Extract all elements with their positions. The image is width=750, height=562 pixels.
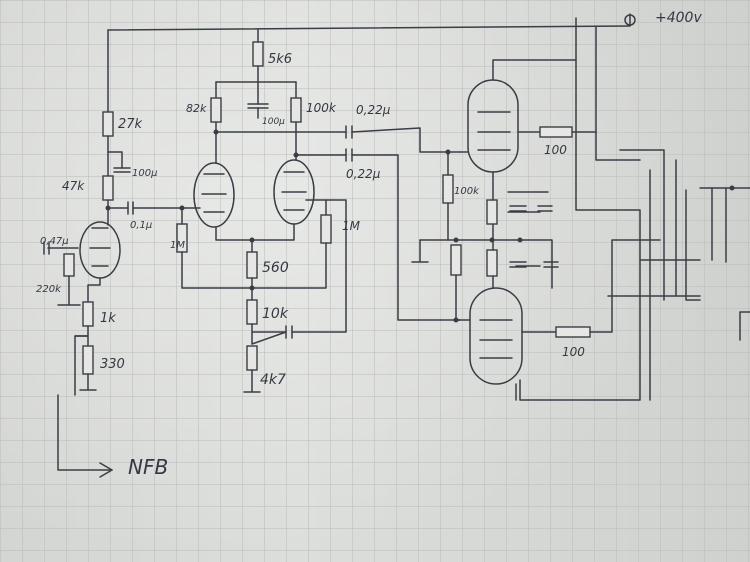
capacitor-0-47u [43,241,50,255]
label-100-bottom: 100 [562,345,585,359]
label-330: 330 [100,357,125,372]
label-0-22u-a: 0,22µ [356,103,391,117]
label-5k6: 5k6 [268,52,292,67]
resistor-27k [102,111,114,137]
label-supply: +400v [655,10,702,26]
label-1m-left: 1M [170,240,185,251]
label-1k: 1k [100,311,116,326]
tube-output-bottom [469,287,523,385]
phase-splitter-stage [176,29,461,393]
resistor-100k [290,97,302,123]
resistor-560 [246,251,258,279]
label-82k: 82k [186,102,207,115]
input-stage [43,111,183,478]
resistor-10k [246,299,258,325]
output-stage [411,59,661,401]
supply-rail [107,13,641,401]
resistor-1k [82,301,94,327]
label-4k7: 4k7 [260,372,286,388]
label-100u-b: 100µ [262,117,285,127]
nfb-arrow [57,394,113,471]
label-0-47u: 0,47µ [40,236,69,247]
label-1m-right: 1M [342,219,361,233]
resistor-100k-out [442,174,454,204]
label-47k: 47k [62,179,85,193]
label-100k-out: 100k [454,186,480,197]
resistor-100-top [539,126,573,138]
resistor-bias-a [450,244,462,276]
resistor-1m-right [320,214,332,244]
label-10k: 10k [262,306,289,322]
label-220k: 220k [36,284,62,295]
label-100u-a: 100µ [132,168,157,179]
resistor-47k [102,175,114,201]
label-560: 560 [262,260,289,276]
label-nfb: NFB [128,455,168,479]
resistor-bias-c [486,249,498,277]
label-0-1u: 0,1µ [130,220,152,231]
label-100-top: 100 [544,143,567,157]
resistor-4k7 [246,345,258,371]
resistor-5k6 [252,41,264,67]
resistor-bias-b [486,199,498,225]
resistor-330 [82,345,94,375]
output-transformer [607,149,750,401]
resistor-220k [63,253,75,277]
resistor-82k [210,97,222,123]
label-100k: 100k [306,101,337,115]
tube-splitter-left [193,162,235,228]
label-0-22u-b: 0,22µ [346,167,381,181]
resistor-100-bottom [555,326,591,338]
capacitor-100u-a [113,167,131,173]
label-27k: 27k [118,117,143,132]
